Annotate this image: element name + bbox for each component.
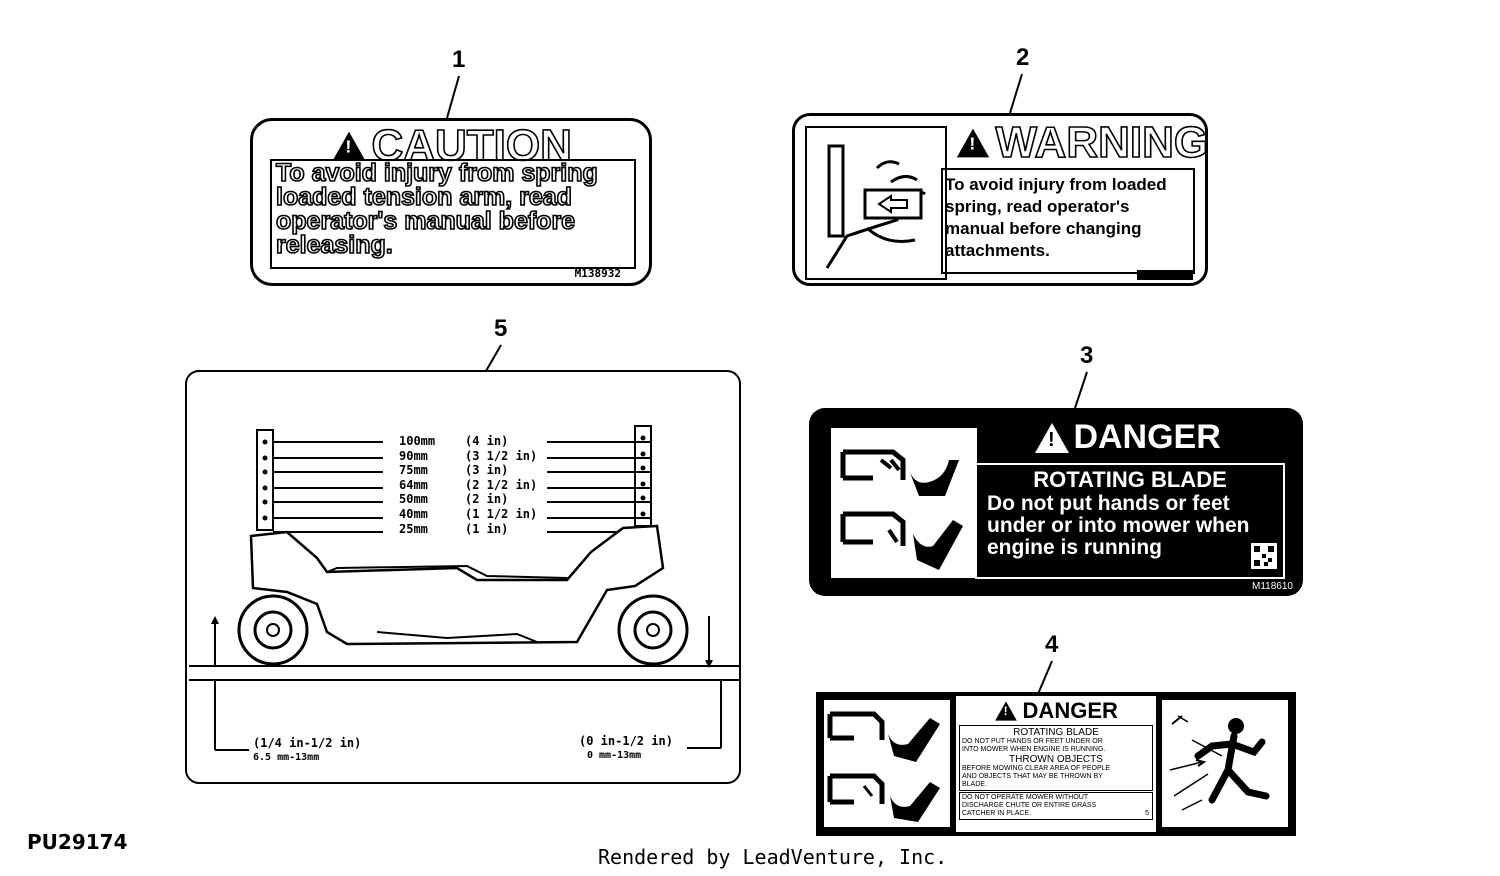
footer-credit: Rendered by LeadVenture, Inc. [598, 845, 948, 869]
danger-body-line-2: under or into mower when [987, 514, 1250, 537]
warning-text-box: To avoid injury from loaded spring, read… [941, 168, 1195, 274]
warning-body-line-3: manual before changing [945, 219, 1142, 238]
height-in-3: (3 in) [465, 463, 509, 478]
callout-5: 5 [494, 315, 508, 342]
left-range: (1/4 in-1/2 in) [253, 736, 362, 750]
callout-3: 3 [1080, 342, 1094, 369]
thrown-objects-text-2: AND OBJECTS THAT MAY BE THROWN BY [962, 773, 1103, 780]
left-range-mm: 6.5 mm-13mm [253, 752, 320, 763]
rotating-blade-text-2: INTO MOWER WHEN ENGINE IS RUNNING. [962, 746, 1106, 753]
danger-heading-small: DANGER [1022, 698, 1118, 723]
rotating-blade-hand-icon [839, 434, 967, 570]
danger-pictogram [831, 428, 977, 578]
discharge-chute-section: DO NOT OPERATE MOWER WITHOUT DISCHARGE C… [959, 792, 1153, 820]
thrown-objects-text-3: BLADE. [962, 781, 987, 788]
height-in-7: (1 in) [465, 521, 509, 536]
height-in-list: (4 in) (3 1/2 in) (3 in) (2 1/2 in) (2 i… [465, 434, 537, 536]
height-mm-3: 75mm [399, 463, 428, 478]
caution-header: CAUTION [331, 120, 573, 171]
danger-small-text-panel: DANGER ROTATING BLADE DO NOT PUT HANDS O… [956, 696, 1156, 832]
thrown-objects-title: THROWN OBJECTS [1009, 754, 1103, 765]
thrown-objects-text-1: BEFORE MOWING CLEAR AREA OF PEOPLE [962, 765, 1111, 772]
height-mm-6: 40mm [399, 506, 428, 521]
warning-body-line-2: spring, read operator's [945, 197, 1130, 216]
thrown-objects-person-icon [1169, 715, 1270, 811]
warning-header: WARNING [955, 117, 1209, 168]
figure-id: PU29174 [27, 830, 128, 854]
right-range-mm: 0 mm-13mm [587, 750, 642, 761]
danger-decal-large: ! DANGER ROTATING BLADE Do not put hands… [809, 408, 1303, 596]
warning-pictogram [805, 126, 947, 280]
danger-heading-large: DANGER [1073, 418, 1221, 456]
danger-decal-small: DANGER ROTATING BLADE DO NOT PUT HANDS O… [816, 692, 1296, 836]
height-mm-2: 90mm [399, 448, 428, 463]
height-in-6: (1 1/2 in) [465, 506, 538, 521]
height-in-1: (4 in) [465, 434, 509, 448]
right-range: (0 in-1/2 in) [579, 734, 673, 748]
danger-part-number: M118610 [1252, 581, 1293, 592]
callout-4: 4 [1045, 631, 1059, 658]
height-mm-4: 64mm [399, 477, 428, 492]
callout-1: 1 [452, 46, 466, 73]
rotating-blade-title: ROTATING BLADE [1013, 727, 1099, 738]
danger-header-large: ! DANGER [1035, 418, 1221, 457]
warning-body-line-4: attachments. [945, 241, 1050, 260]
caution-part-number: M138932 [574, 267, 621, 280]
warning-heading: WARNING [995, 117, 1209, 168]
hand-crush-icon [825, 144, 926, 269]
danger-header-small: DANGER [956, 698, 1156, 724]
caution-body-line-1: To avoid injury from spring [275, 159, 598, 187]
danger-small-pictogram-left [824, 700, 950, 827]
warning-triangle-icon [332, 131, 366, 161]
height-in-4: (2 1/2 in) [465, 477, 538, 492]
danger-subheading-large: ROTATING BLADE [1033, 467, 1227, 492]
qr-code-icon [1251, 543, 1277, 569]
caution-heading: CAUTION [371, 120, 573, 171]
rotating-blade-hand-icon [827, 711, 940, 822]
danger-small-pictogram-right [1162, 700, 1288, 827]
caution-decal: CAUTION To avoid injury from spring load… [250, 118, 652, 286]
discharge-ref: 5 [1145, 810, 1149, 817]
height-mm-list: 100mm 90mm 75mm 64mm 50mm 40mm 25mm [399, 434, 435, 536]
height-in-5: (2 in) [465, 492, 509, 507]
height-mm-1: 100mm [399, 434, 436, 448]
danger-body-line-3: engine is running [987, 536, 1163, 559]
warning-part-number-mark [1137, 270, 1193, 280]
warning-body-line-1: To avoid injury from loaded [945, 175, 1167, 194]
discharge-text-2: DISCHARGE CHUTE OR ENTIRE GRASS [962, 802, 1097, 809]
warning-triangle-icon [956, 128, 990, 158]
caution-body-line-4: releasing. [275, 231, 393, 259]
danger-body-line-1: Do not put hands or feet [987, 492, 1230, 515]
danger-text-box-large: ROTATING BLADE Do not put hands or feet … [975, 463, 1285, 579]
mower-deck-illustration [189, 425, 741, 751]
caution-body-line-3: operator's manual before [275, 207, 576, 235]
warning-triangle-icon [995, 701, 1017, 721]
height-mm-5: 50mm [399, 492, 428, 507]
rotating-blade-section: ROTATING BLADE DO NOT PUT HANDS OR FEET … [959, 725, 1153, 791]
caution-text-box: To avoid injury from spring loaded tensi… [270, 159, 636, 269]
discharge-text-1: DO NOT OPERATE MOWER WITHOUT [962, 794, 1089, 801]
discharge-text-3: CATCHER IN PLACE. [962, 810, 1032, 817]
caution-body-line-2: loaded tension arm, read [275, 183, 573, 211]
callout-2: 2 [1016, 44, 1030, 71]
cutting-height-decal: 100mm 90mm 75mm 64mm 50mm 40mm 25mm (4 i… [185, 370, 741, 784]
rotating-blade-text-1: DO NOT PUT HANDS OR FEET UNDER OR [962, 738, 1103, 745]
warning-decal: WARNING To avoid injury from loaded spri… [792, 113, 1209, 286]
height-in-2: (3 1/2 in) [465, 448, 538, 463]
height-mm-7: 25mm [399, 521, 428, 536]
warning-triangle-icon: ! [1035, 422, 1069, 453]
